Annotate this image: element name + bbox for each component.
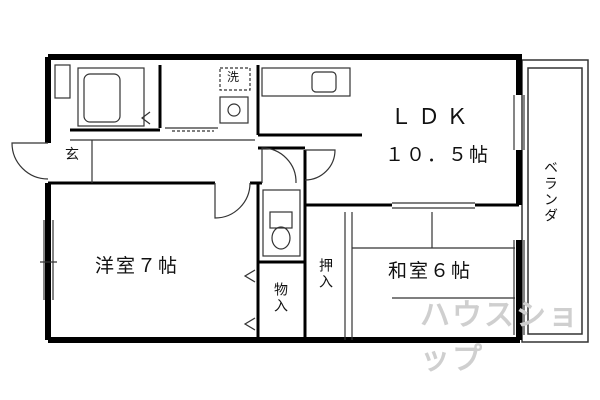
japanese-room-label: 和室６帖 [388, 260, 473, 282]
entrance-label: 玄 [65, 147, 79, 163]
ldk-label: ＬＤＫ [390, 105, 475, 130]
storage-label: 物入 [272, 282, 288, 314]
interior-walls [48, 65, 519, 340]
watermark-logo: ハウスショップ [420, 298, 580, 377]
balcony-label: ベランダ [542, 160, 558, 224]
ldk-size: １０．５帖 [385, 144, 491, 166]
door-swings [11, 142, 336, 219]
washer-label: 洗 [227, 70, 240, 84]
thin-lines [40, 64, 525, 340]
closet-label: 押入 [317, 258, 333, 290]
western-room-label: 洋室７帖 [95, 255, 180, 277]
